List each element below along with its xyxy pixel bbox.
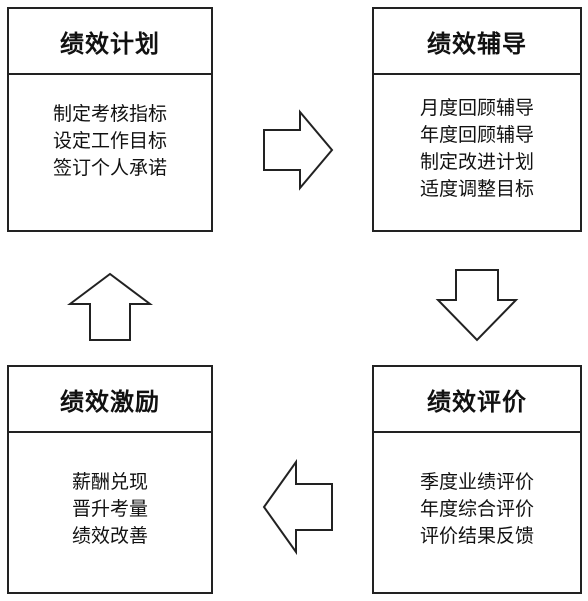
arrow-up-icon [67,272,153,341]
incentive-line-3: 绩效改善 [71,525,148,547]
box-title-coach: 绩效辅导 [374,9,580,75]
evaluate-line-2: 年度综合评价 [419,498,534,520]
plan-line-1: 制定考核指标 [52,103,167,125]
box-title-plan: 绩效计划 [9,9,211,75]
box-title-evaluate: 绩效评价 [374,367,580,433]
plan-line-2: 设定工作目标 [52,130,167,152]
arrow-down-icon [435,269,519,342]
box-body-coach: 月度回顾辅导 年度回顾辅导 制定改进计划 适度调整目标 [374,75,580,203]
coach-line-3: 制定改进计划 [419,151,534,173]
arrow-left-icon [262,458,333,556]
coach-line-2: 年度回顾辅导 [419,124,534,146]
coach-line-4: 适度调整目标 [419,178,534,200]
box-body-incentive: 薪酬兑现 晋升考量 绩效改善 [9,433,211,550]
arrow-right-icon [263,109,334,191]
box-title-incentive: 绩效激励 [9,367,211,433]
incentive-line-2: 晋升考量 [71,498,148,520]
evaluate-line-3: 评价结果反馈 [419,525,534,547]
coach-line-1: 月度回顾辅导 [419,97,534,119]
box-performance-plan: 绩效计划 制定考核指标 设定工作目标 签订个人承诺 [7,7,213,232]
plan-line-3: 签订个人承诺 [52,157,167,179]
evaluate-line-1: 季度业绩评价 [419,471,534,493]
incentive-line-1: 薪酬兑现 [71,471,148,493]
box-performance-incentive: 绩效激励 薪酬兑现 晋升考量 绩效改善 [7,365,213,594]
box-body-plan: 制定考核指标 设定工作目标 签订个人承诺 [9,75,211,182]
box-performance-coaching: 绩效辅导 月度回顾辅导 年度回顾辅导 制定改进计划 适度调整目标 [372,7,582,232]
box-body-evaluate: 季度业绩评价 年度综合评价 评价结果反馈 [374,433,580,550]
box-performance-evaluation: 绩效评价 季度业绩评价 年度综合评价 评价结果反馈 [372,365,582,594]
